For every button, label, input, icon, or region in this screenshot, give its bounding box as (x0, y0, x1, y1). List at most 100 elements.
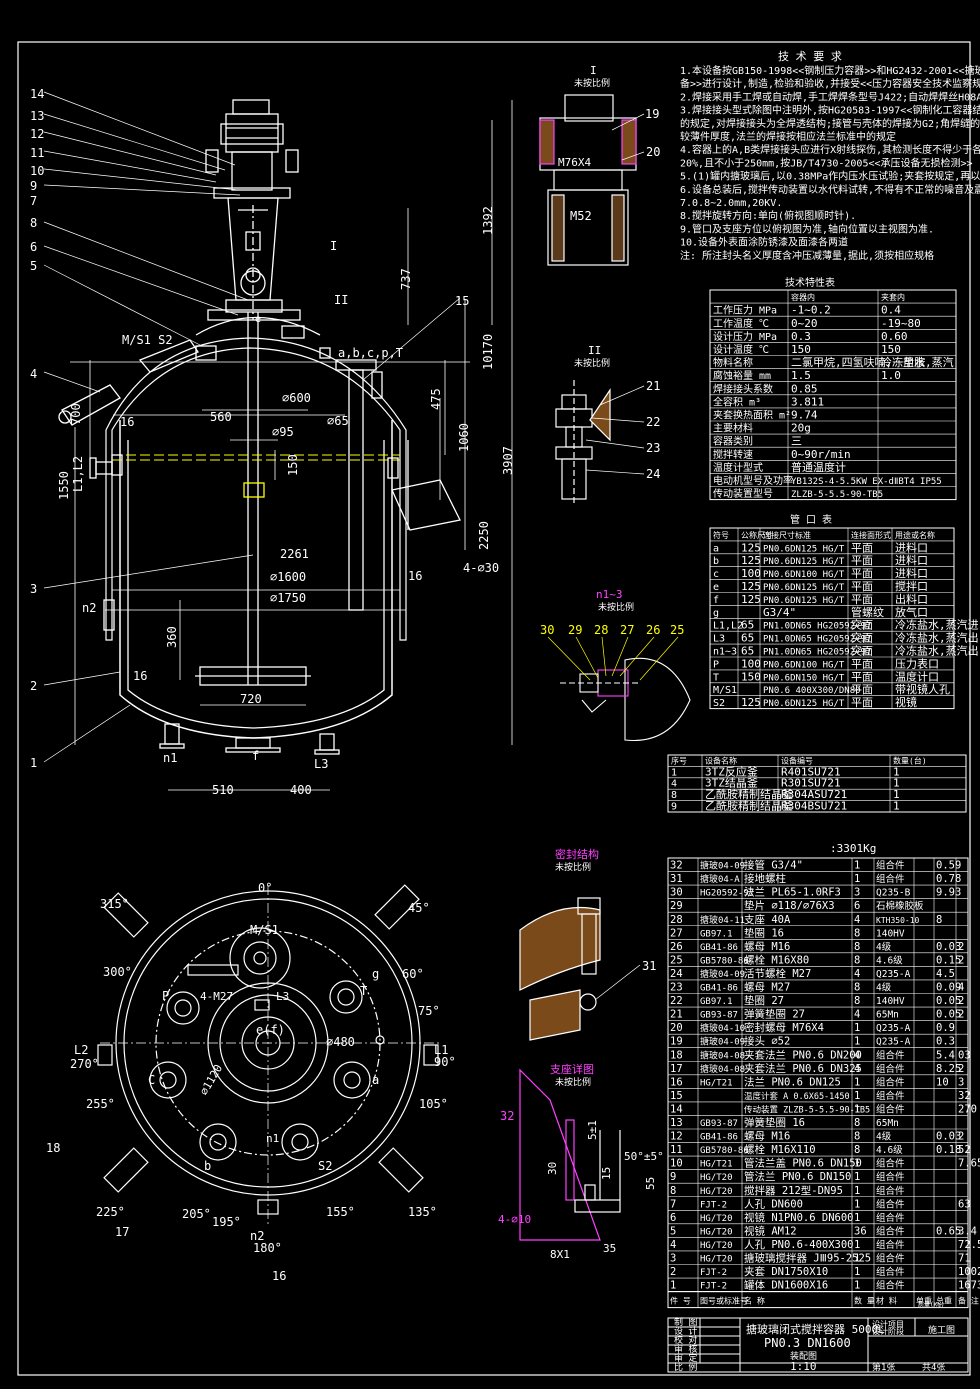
table-cell: 65 (741, 645, 754, 658)
bom-cell: 搪玻04-09 (700, 968, 745, 980)
svg-text:e(f): e(f) (256, 1023, 285, 1037)
bom-cell: 夹套法兰 PN0.6 DN200 (744, 1048, 862, 1061)
bom-cell: 27 (670, 927, 683, 939)
table-cell: 普通温度计 (791, 460, 846, 474)
bom-cell: 1 (854, 1239, 860, 1251)
bom-cell: 石棉橡胶板 (876, 900, 924, 912)
table-cell: 搅拌转速 (713, 448, 753, 461)
svg-text:1: 1 (30, 756, 37, 770)
table-cell: 平面 (851, 696, 873, 709)
bom-cell: 夹套 DN1750X10 (744, 1265, 828, 1278)
bom-cell: 14 (670, 1103, 683, 1115)
table-cell: YB132S-4-5.5KW EX-dⅡBT4 IP55 (791, 477, 942, 487)
bom-cell: 活节螺栓 M27 (744, 967, 811, 980)
svg-text:⌀65: ⌀65 (327, 414, 349, 428)
table-cell: 0~90r/min (791, 448, 851, 461)
bom-cell: 65Mn (876, 1010, 899, 1021)
bom-cell: 弹簧垫圈 27 (744, 1008, 805, 1021)
bom-cell: GB97.1 (700, 929, 733, 939)
svg-text:4-⌀10: 4-⌀10 (498, 1213, 531, 1226)
svg-text:24: 24 (646, 467, 660, 481)
svg-text:737: 737 (399, 268, 413, 290)
table-cell: 平面 (851, 580, 873, 593)
svg-text:审 定: 审 定 (674, 1352, 697, 1364)
table-cell: 焊接接头系数 (713, 382, 773, 395)
svg-text:700: 700 (69, 403, 83, 425)
detail-seal: 密封结构 未按比例 31 (519, 847, 656, 1041)
bom-cell: 6 (854, 900, 860, 912)
table-cell: 工作压力 MPa (713, 304, 777, 317)
bom-cell: 12 (670, 1131, 683, 1143)
bom-cell: 组合件 (876, 860, 905, 872)
table-header: 连接面形式 (851, 530, 891, 540)
bom-cell: 4 (670, 1239, 676, 1251)
table-cell: PN0.6DN125 HG/T (763, 699, 845, 709)
table-cell: 冷冻盐水,蒸汽进口 (895, 618, 980, 632)
bom-cell: 1 (854, 1266, 860, 1278)
bom-cell: 螺母 M27 (744, 982, 790, 994)
bom-cell: 温度计套 A 0.6X65-1450 (744, 1091, 850, 1102)
table-cell: 0.3 (791, 330, 811, 343)
bom-cell: 4 (958, 982, 964, 994)
bom-cell: 11 (670, 1144, 683, 1156)
bom-cell: GB93-87 (700, 1119, 738, 1129)
svg-text:b: b (204, 1159, 211, 1173)
bom-cell: 4 (854, 968, 860, 980)
bom-cell: 搪玻璃搅拌器 JⅢ95-2525 (744, 1252, 871, 1265)
main-view-dimensions (70, 100, 513, 791)
svg-text:22: 22 (646, 415, 660, 429)
svg-text:10: 10 (30, 164, 44, 178)
detail-support: 支座详图 未按比例 32 30 5±1 50°±5° 55 15 4-⌀10 8… (498, 1062, 664, 1261)
bom-cell: 管法兰 PN0.6 DN150 (744, 1170, 851, 1183)
bom-cell: 1 (854, 1198, 860, 1210)
table-cell: 65 (741, 619, 754, 632)
table-cell: 125 (741, 593, 761, 606)
svg-text:195°: 195° (212, 1215, 241, 1229)
svg-text:未按比例: 未按比例 (598, 601, 634, 613)
bom-cell: HG/T20 (700, 1241, 733, 1251)
detail-II: II 未按比例 21 22 23 24 (555, 344, 660, 505)
table-cell: 主要材料 (713, 422, 753, 435)
bom-cell: 8 (854, 982, 860, 994)
svg-text:475: 475 (429, 388, 443, 410)
technical-requirements: 技 术 要 求 1.本设备按GB150-1998<<钢制压力容器>>和HG243… (680, 50, 980, 262)
table-header: 公称尺寸 (741, 530, 773, 540)
bom-cell: 0.59 (936, 860, 961, 872)
bom-cell: 人孔 PN0.6-400X300 (744, 1238, 854, 1251)
table-cell: 3TZ反应釜 (705, 764, 758, 778)
bom-cell: 7 (670, 1198, 676, 1210)
svg-text:f: f (252, 749, 259, 763)
table-cell: 设计温度 ℃ (713, 343, 769, 356)
bom-cell: 22 (670, 995, 683, 1007)
svg-text:校 对: 校 对 (674, 1334, 697, 1346)
svg-text:3907: 3907 (501, 446, 515, 475)
table-cell: 进料口 (895, 553, 928, 567)
table-cell: 乙酰胺精制结晶釜 (705, 799, 793, 813)
svg-text:装配图: 装配图 (790, 1350, 817, 1362)
svg-text:23: 23 (646, 441, 660, 455)
bom-header: 材 料 (876, 1296, 897, 1306)
svg-text:225°: 225° (96, 1205, 125, 1219)
tech-req-line: 1.本设备按GB150-1998<<钢制压力容器>>和HG2432-2001<<… (680, 64, 980, 77)
svg-text:5: 5 (30, 259, 37, 273)
bom-cell: 13 (670, 1117, 683, 1129)
bom-cell: 8 (854, 927, 860, 939)
table-cell: 突面 (851, 631, 873, 645)
bom-cell: 8.25 (936, 1063, 961, 1075)
svg-text:比 例: 比 例 (674, 1361, 697, 1373)
svg-text:搪玻璃闭式搅拌容器 5000L: 搪玻璃闭式搅拌容器 5000L (746, 1322, 885, 1336)
bom-cell: 270 (958, 1103, 977, 1115)
svg-text:8X1: 8X1 (550, 1248, 570, 1261)
main-view (58, 99, 461, 755)
bom-cell: 接管 G3/4" (744, 859, 803, 872)
table-header: 设备名称 (705, 755, 737, 765)
bom-cell: 垫圈 27 (744, 994, 784, 1007)
bom-cell: 垫片 ⌀118/⌀76X3 (744, 899, 835, 912)
table-cell: 出料口 (895, 592, 928, 606)
bom-cell: GB41-86 (700, 943, 738, 953)
table-cell: 全容积 m³ (713, 395, 761, 408)
bom-cell: 搪玻04-10 (700, 1022, 745, 1034)
bom-cell: 4级 (876, 982, 892, 994)
table-cell: 管螺纹 (851, 605, 884, 619)
svg-text:g: g (372, 967, 379, 981)
